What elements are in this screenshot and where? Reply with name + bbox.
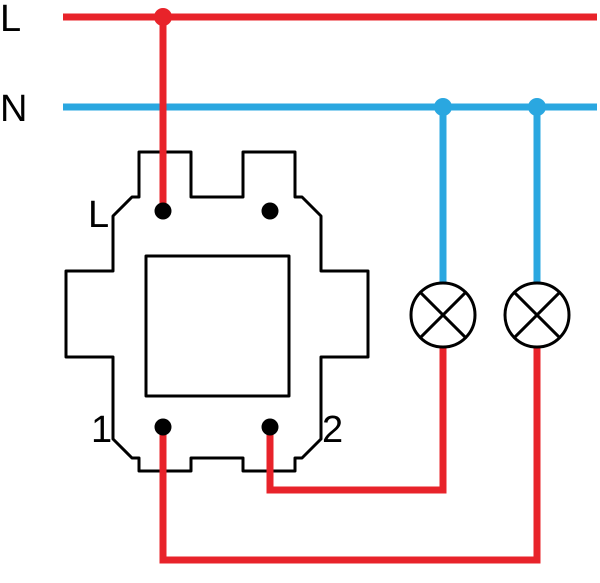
lamp-2-cross-b [512, 290, 562, 340]
switch-terminal1-label: 1 [91, 409, 112, 451]
neutral-junction-dot-1 [434, 98, 452, 116]
terminal-common-l [154, 202, 172, 220]
neutral-line-label: N [0, 88, 27, 130]
terminal-1 [154, 418, 172, 436]
wire-terminal2-to-lamp1 [266, 346, 447, 494]
switch-common-label: L [88, 194, 109, 236]
terminal-top-right [261, 202, 279, 220]
lamp-2-icon [503, 281, 571, 349]
switch-rocker-square [144, 254, 291, 398]
wire-terminal1-to-lamp2 [159, 346, 541, 564]
live-line-label: L [0, 0, 21, 40]
lamp-1-icon [409, 281, 477, 349]
neutral-junction-dot-2 [528, 98, 546, 116]
terminal-2 [261, 418, 279, 436]
switch-terminal2-label: 2 [322, 409, 343, 451]
live-junction-dot [154, 8, 172, 26]
lamp-1-cross-b [418, 290, 468, 340]
